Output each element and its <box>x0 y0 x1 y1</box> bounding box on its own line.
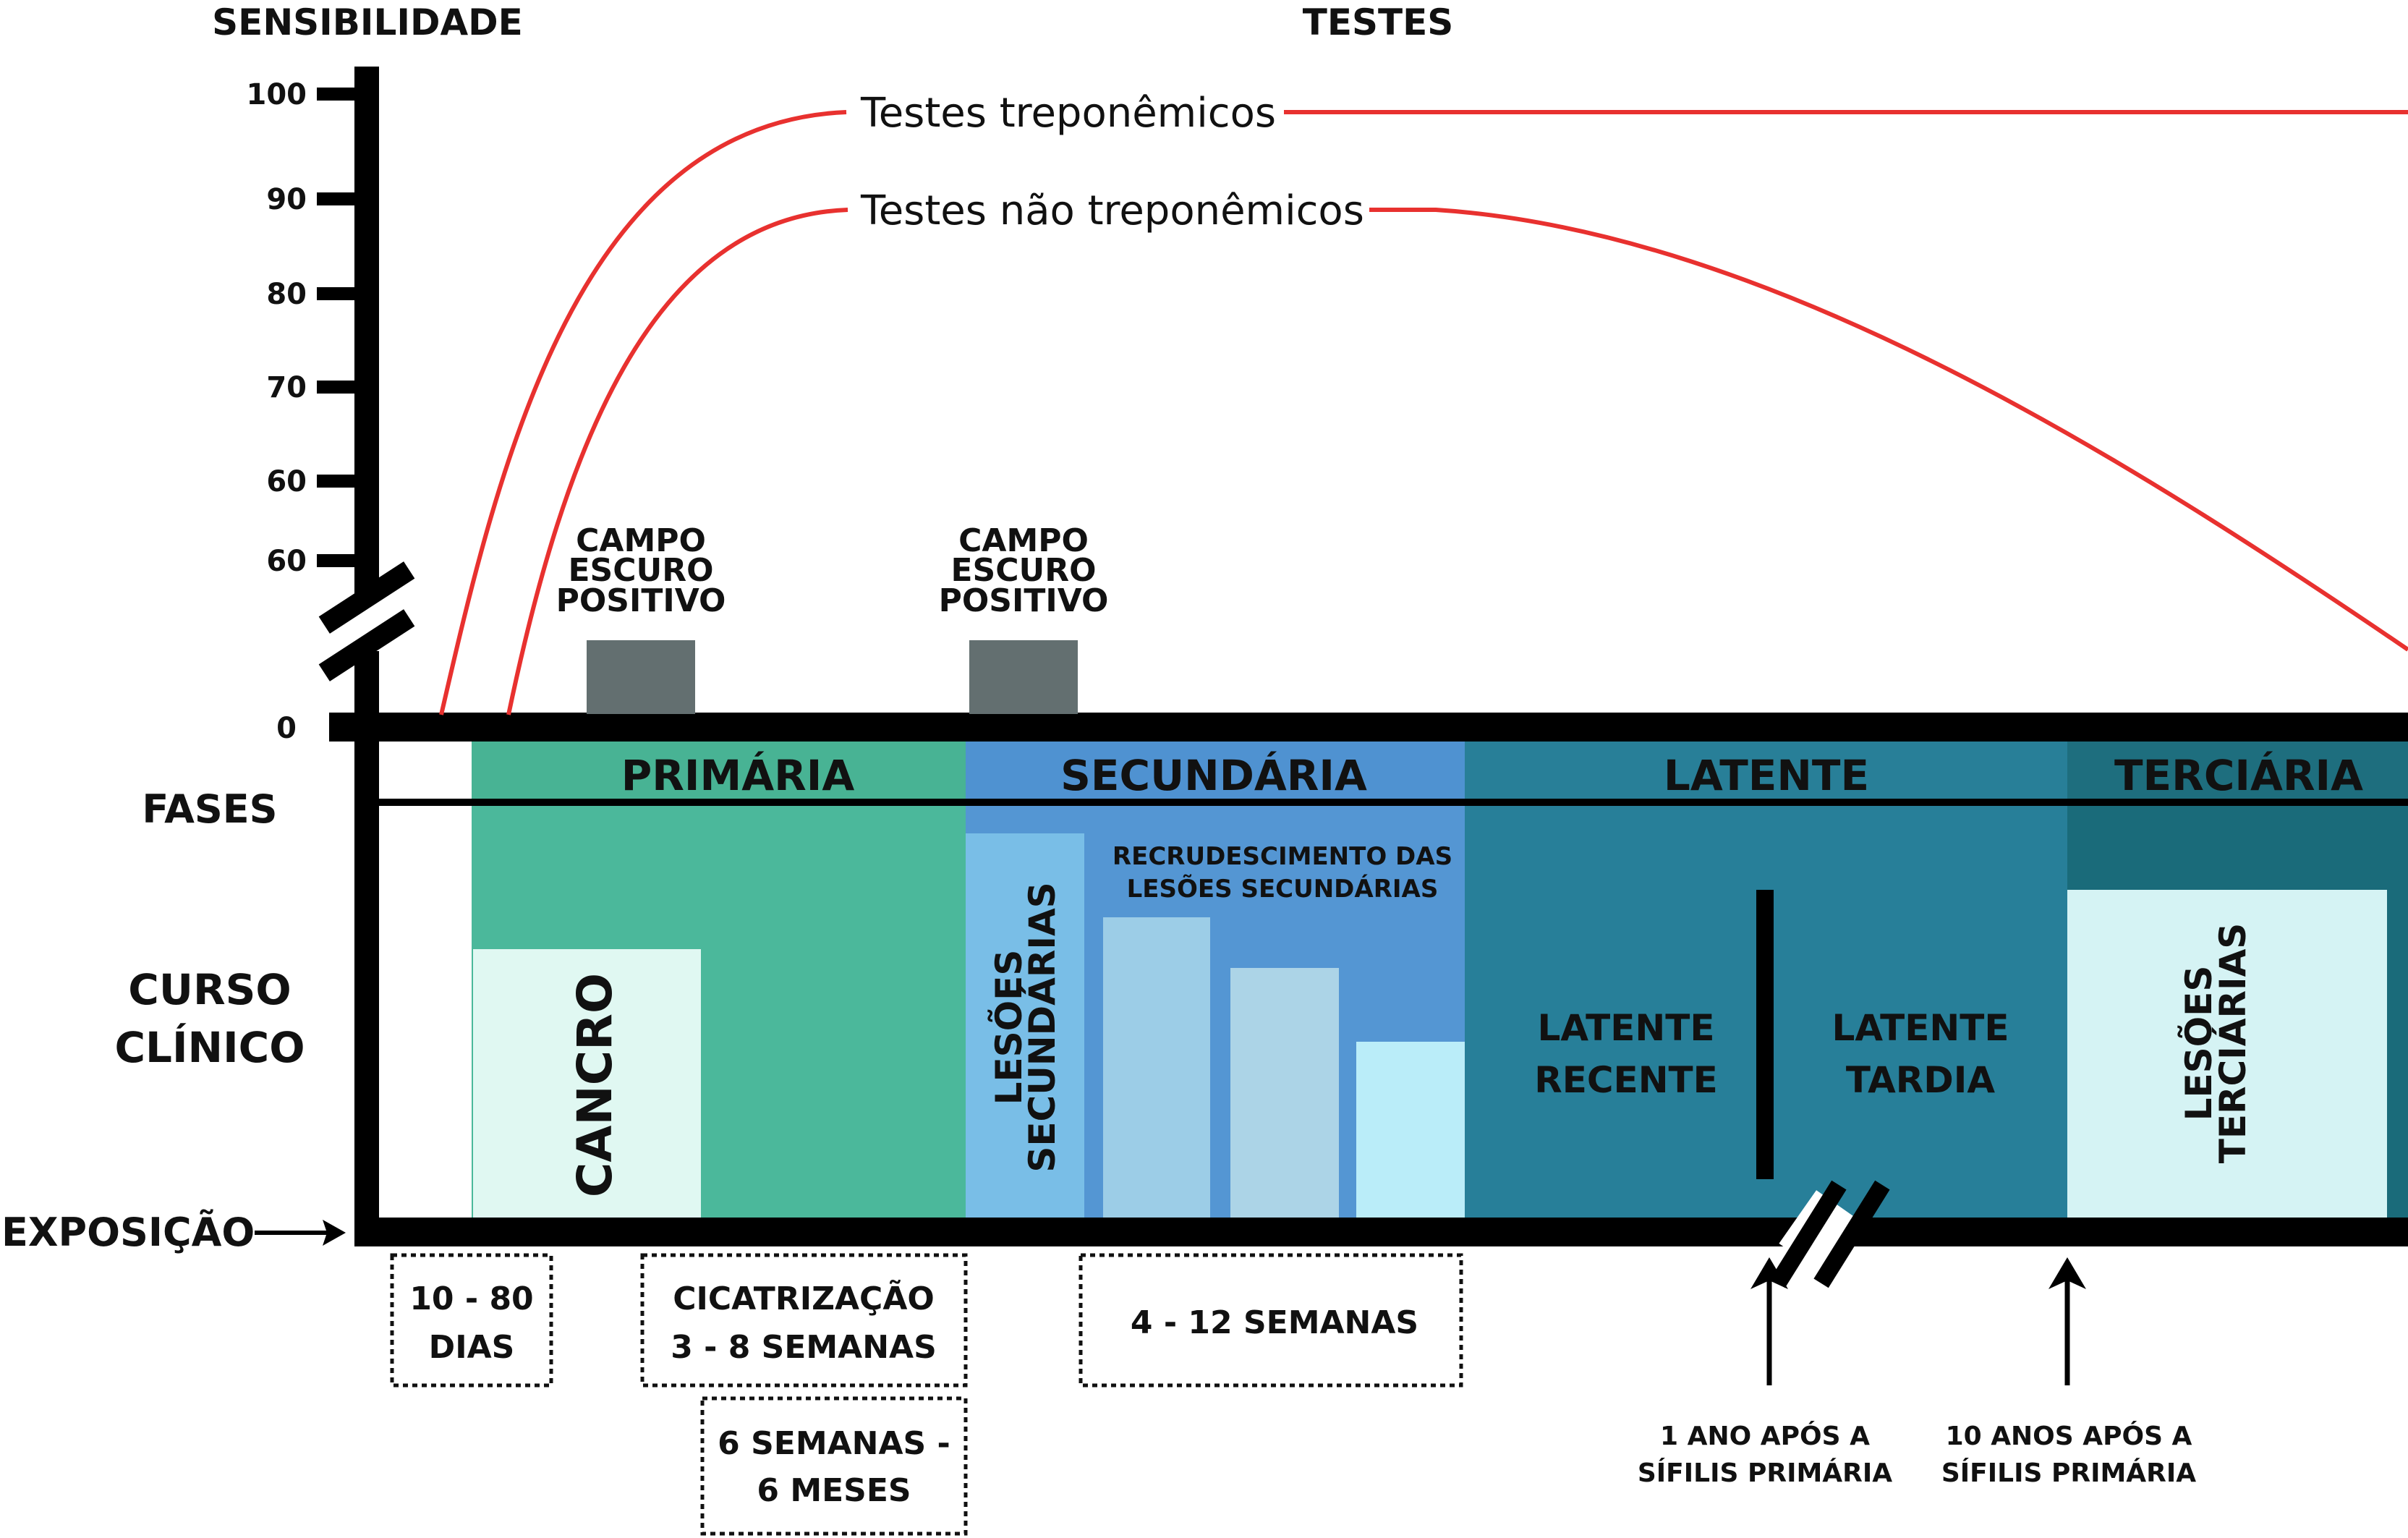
duration-1-line-2: DIAS <box>429 1329 515 1366</box>
ten-years-line-1: 10 ANOS APÓS A <box>1946 1421 2192 1451</box>
tick-80 <box>317 287 360 300</box>
non-treponemic-label: Testes não treponêmicos <box>860 187 1364 234</box>
duration-3-line-2: 6 MESES <box>757 1472 911 1509</box>
dark-field-2-line-2: ESCURO <box>950 552 1096 589</box>
lesoes-secundarias-line-2: SECUNDÁRIAS <box>1021 882 1063 1172</box>
top-title: TESTES <box>1303 1 1454 43</box>
terciaria-header-band <box>2067 742 2408 803</box>
latente-header-band <box>1465 742 2067 803</box>
one-year-line-1: 1 ANO APÓS A <box>1660 1421 1870 1451</box>
duration-box-1 <box>390 1253 553 1388</box>
timeline-break-2 <box>1813 1180 1890 1288</box>
phase-primaria: PRIMÁRIA <box>621 750 855 800</box>
phases-divider-line <box>376 799 2408 806</box>
dark-field-2-line-1: CAMPO <box>958 522 1089 559</box>
y-axis-upper <box>354 67 379 600</box>
cancro-label: CANCRO <box>567 973 623 1197</box>
recrudescence-bar-1 <box>1103 917 1210 1225</box>
recrudescence-bar-3 <box>1356 1042 1465 1225</box>
lesoes-secundarias-block <box>966 833 1084 1225</box>
duration-2-line-1: CICATRIZAÇÃO <box>673 1279 935 1317</box>
latente-recente-line-2: RECENTE <box>1534 1059 1718 1101</box>
fases-label: FASES <box>142 786 277 832</box>
latente-tardia-line-2: TARDIA <box>1846 1059 1996 1101</box>
frame-bottom-bar <box>354 1218 2408 1246</box>
tick-label-70: 70 <box>266 371 307 404</box>
zero-label: 0 <box>276 712 297 745</box>
tick-label-90: 90 <box>266 183 307 216</box>
terciaria-strip <box>2387 890 2408 1225</box>
y-axis-title: SENSIBILIDADE <box>212 1 523 43</box>
recrudescence-bar-2 <box>1230 968 1339 1225</box>
dark-field-2-line-3: POSITIVO <box>939 582 1109 619</box>
non-treponemic-curve-left <box>506 208 848 715</box>
phase-secundaria: SECUNDÁRIA <box>1060 750 1367 800</box>
dark-field-box-2 <box>969 640 1078 714</box>
duration-1-line-1: 10 - 80 <box>409 1280 533 1317</box>
tick-90 <box>317 192 360 205</box>
duration-2-line-2: 3 - 8 SEMANAS <box>671 1329 937 1366</box>
primaria-header-band <box>472 742 966 803</box>
tick-70 <box>317 381 360 394</box>
dark-field-1-line-2: ESCURO <box>568 552 713 589</box>
tick-label-100: 100 <box>247 78 307 111</box>
non-treponemic-curve-right <box>1369 208 2408 652</box>
treponemic-curve-left <box>439 110 847 715</box>
tick-label-80: 80 <box>266 278 307 311</box>
tick-100 <box>317 88 360 101</box>
axis-break-2 <box>318 609 415 681</box>
tick-label-60a: 60 <box>266 465 307 498</box>
ten-years-arrow-head <box>2048 1257 2086 1289</box>
latente-recente-line-1: LATENTE <box>1537 1007 1714 1049</box>
exposure-arrow-head <box>323 1220 346 1246</box>
lesoes-terciarias-block <box>2067 890 2387 1225</box>
treponemic-label: Testes treponêmicos <box>860 90 1276 137</box>
duration-box-3 <box>700 1396 968 1536</box>
timeline-break-1 <box>1770 1180 1847 1288</box>
duration-box-2 <box>640 1253 968 1388</box>
frame-top-bar <box>329 713 2408 742</box>
secundaria-header-band <box>966 742 1465 803</box>
lesoes-secundarias-line-1: LESÕES <box>987 950 1030 1105</box>
cancro-block <box>473 949 701 1225</box>
phase-latente: LATENTE <box>1664 751 1869 800</box>
lesoes-terciarias-line-1: LESÕES <box>2177 966 2220 1121</box>
terciaria-top <box>2067 803 2408 890</box>
curso-label-line-1: CURSO <box>128 965 291 1014</box>
axis-break-1 <box>318 561 415 634</box>
dark-field-box-1 <box>587 640 695 714</box>
lesoes-terciarias-line-2: TERCIÁRIAS <box>2211 923 2254 1164</box>
phase-terciaria: TERCIÁRIA <box>2114 750 2363 800</box>
recrudescimento-line-2: LESÕES SECUNDÁRIAS <box>1127 874 1439 904</box>
recrudescimento-line-1: RECRUDESCIMENTO DAS <box>1112 842 1452 871</box>
one-year-arrow-head <box>1750 1257 1788 1289</box>
latente-tardia-line-1: LATENTE <box>1831 1007 2009 1049</box>
tick-60b <box>317 554 360 567</box>
tick-60a <box>317 475 360 488</box>
frame-left-bar <box>354 713 379 1246</box>
duration-3-line-1: 6 SEMANAS - <box>718 1425 950 1462</box>
one-year-line-2: SÍFILIS PRIMÁRIA <box>1638 1458 1892 1488</box>
dark-field-1-line-3: POSITIVO <box>556 582 726 619</box>
tick-label-60b: 60 <box>266 545 307 578</box>
ten-years-line-2: SÍFILIS PRIMÁRIA <box>1941 1458 2196 1488</box>
curso-label-line-2: CLÍNICO <box>114 1022 305 1072</box>
latente-divider <box>1756 890 1774 1179</box>
duration-box-4 <box>1079 1253 1463 1388</box>
duration-4-label: 4 - 12 SEMANAS <box>1131 1304 1418 1341</box>
exposicao-label: EXPOSIÇÃO <box>1 1210 255 1255</box>
dark-field-1-line-1: CAMPO <box>576 522 706 559</box>
